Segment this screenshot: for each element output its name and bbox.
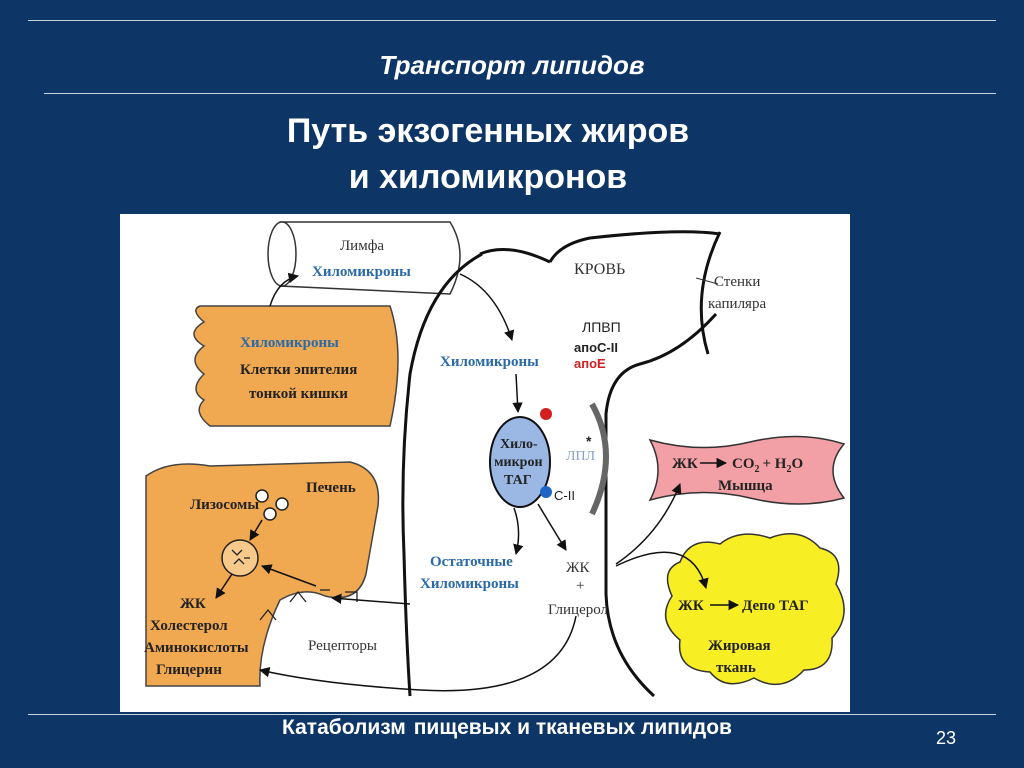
blood-label: КРОВЬ [574, 261, 625, 278]
capillary-walls [401, 230, 721, 698]
apoe-label: апоЕ [574, 356, 606, 371]
muscle-co2-subscript: 2 [755, 464, 760, 475]
arrow-remnant-to-liver [330, 593, 411, 605]
apoc2-label: апоС-II [574, 340, 618, 355]
apoe-marker [540, 408, 552, 420]
flow-arrows [215, 272, 709, 692]
glycerol-label: Глицерол [548, 602, 609, 618]
arrow-fa-to-muscle [615, 483, 682, 565]
arrow-endosome-to-products [215, 573, 233, 599]
lpl-star: * [586, 433, 592, 449]
chylomicron-label-1: Хило- [500, 437, 538, 452]
lipid-transport-diagram: Лимфа Хиломикроны Хиломикроны Клетки эпи… [120, 214, 850, 712]
hdl-label: ЛПВП [582, 319, 621, 335]
header-rule [44, 93, 996, 94]
lysosome-vesicles [255, 489, 289, 521]
header-title: Транспорт липидов [379, 50, 645, 80]
liver-cholesterol-label: Холестерол [150, 618, 228, 634]
muscle-h2o-subscript: 2 [786, 464, 791, 475]
muscle-plus-h: + H [763, 456, 787, 472]
lpl-enzyme [589, 402, 609, 516]
liver-glycerin-label: Глицерин [156, 662, 222, 678]
muscle-label: Мышца [718, 478, 773, 494]
adipose-fa-label: ЖК [678, 598, 704, 614]
muscle-products: CO2+ H2O [732, 456, 803, 475]
fa-label: ЖК [566, 560, 590, 576]
capillary-wall-label-2: капиляра [708, 296, 766, 312]
arrow-glycerol-to-liver [258, 615, 577, 692]
diagram-canvas: Лимфа Хиломикроны Хиломикроны Клетки эпи… [144, 221, 846, 698]
capillary-wall-pointer [695, 277, 719, 285]
muscle-co2: CO [732, 456, 755, 472]
remnant-label-2: Хиломикроны [420, 576, 519, 592]
adipose-cloud [664, 533, 845, 686]
endosome [221, 539, 259, 577]
lymph-vessel [267, 221, 461, 295]
adipose-label-1: Жировая [708, 638, 771, 654]
c2-label: С-II [554, 488, 575, 503]
liver-fa-label: ЖК [180, 596, 206, 612]
chylomicron-particle [489, 416, 551, 508]
adipose-depot-label: Депо ТАГ [742, 598, 809, 614]
liver-amino-label: Аминокислоты [144, 640, 249, 656]
lysosomes-label: Лизосомы [190, 497, 259, 513]
apoc2-marker [540, 486, 552, 498]
intestine-label-2: тонкой кишки [249, 386, 348, 402]
page-number: 23 [936, 728, 957, 748]
arrow-receptor-to-endosome [261, 564, 317, 587]
arrow-lysosome-to-endosome [249, 519, 263, 541]
lymph-chylomicrons-label: Хиломикроны [312, 264, 411, 280]
arrow-lymph-to-blood [459, 273, 515, 341]
capillary-wall-label-1: Стенки [714, 274, 760, 290]
endosome-receptors [231, 549, 250, 565]
arrow-blood-to-particle [512, 373, 523, 414]
intestine-cell-shape [193, 305, 399, 427]
chylomicron-label-3: ТАГ [504, 473, 532, 488]
subtitle-line-1: Путь экзогенных жиров [286, 112, 690, 150]
chylomicron-label-2: микрон [494, 455, 543, 470]
muscle-shape [648, 435, 846, 505]
receptors-label: Рецепторы [308, 638, 377, 654]
subtitle-line-2: и хиломикронов [348, 158, 628, 196]
liver-membrane-receptors [259, 589, 358, 621]
remnant-label-1: Остаточные [430, 554, 513, 570]
arrow-particle-to-remnant [513, 507, 524, 556]
liver-label: Печень [306, 480, 356, 496]
arrow-fa-to-adipose [615, 551, 709, 590]
footer-part-1: Катаболизм [282, 716, 406, 739]
intestine-label-1: Клетки эпителия [240, 362, 357, 378]
footer-part-2: пищевых и тканевых липидов [413, 716, 732, 739]
arrow-particle-to-fa [537, 503, 567, 551]
footer-caption: Катаболизм пищевых и тканевых липидов [0, 716, 1014, 740]
muscle-o: O [791, 456, 803, 472]
lpl-label: ЛПЛ [566, 449, 596, 464]
footer-rule [28, 714, 996, 715]
slide-subtitle: Путь экзогенных жиров и хиломикронов [0, 108, 976, 200]
blood-chylomicrons-label: Хиломикроны [440, 354, 539, 370]
adipose-label-2: ткань [716, 660, 756, 676]
top-rule [28, 20, 996, 21]
muscle-fa-label: ЖК [672, 456, 698, 472]
fa-plus: + [576, 578, 584, 594]
intestine-chylomicrons-label: Хиломикроны [240, 335, 339, 351]
arrow-intestine-to-lymph [269, 272, 300, 307]
lymph-label: Лимфа [340, 238, 384, 254]
capillary-top-wall [699, 231, 722, 355]
